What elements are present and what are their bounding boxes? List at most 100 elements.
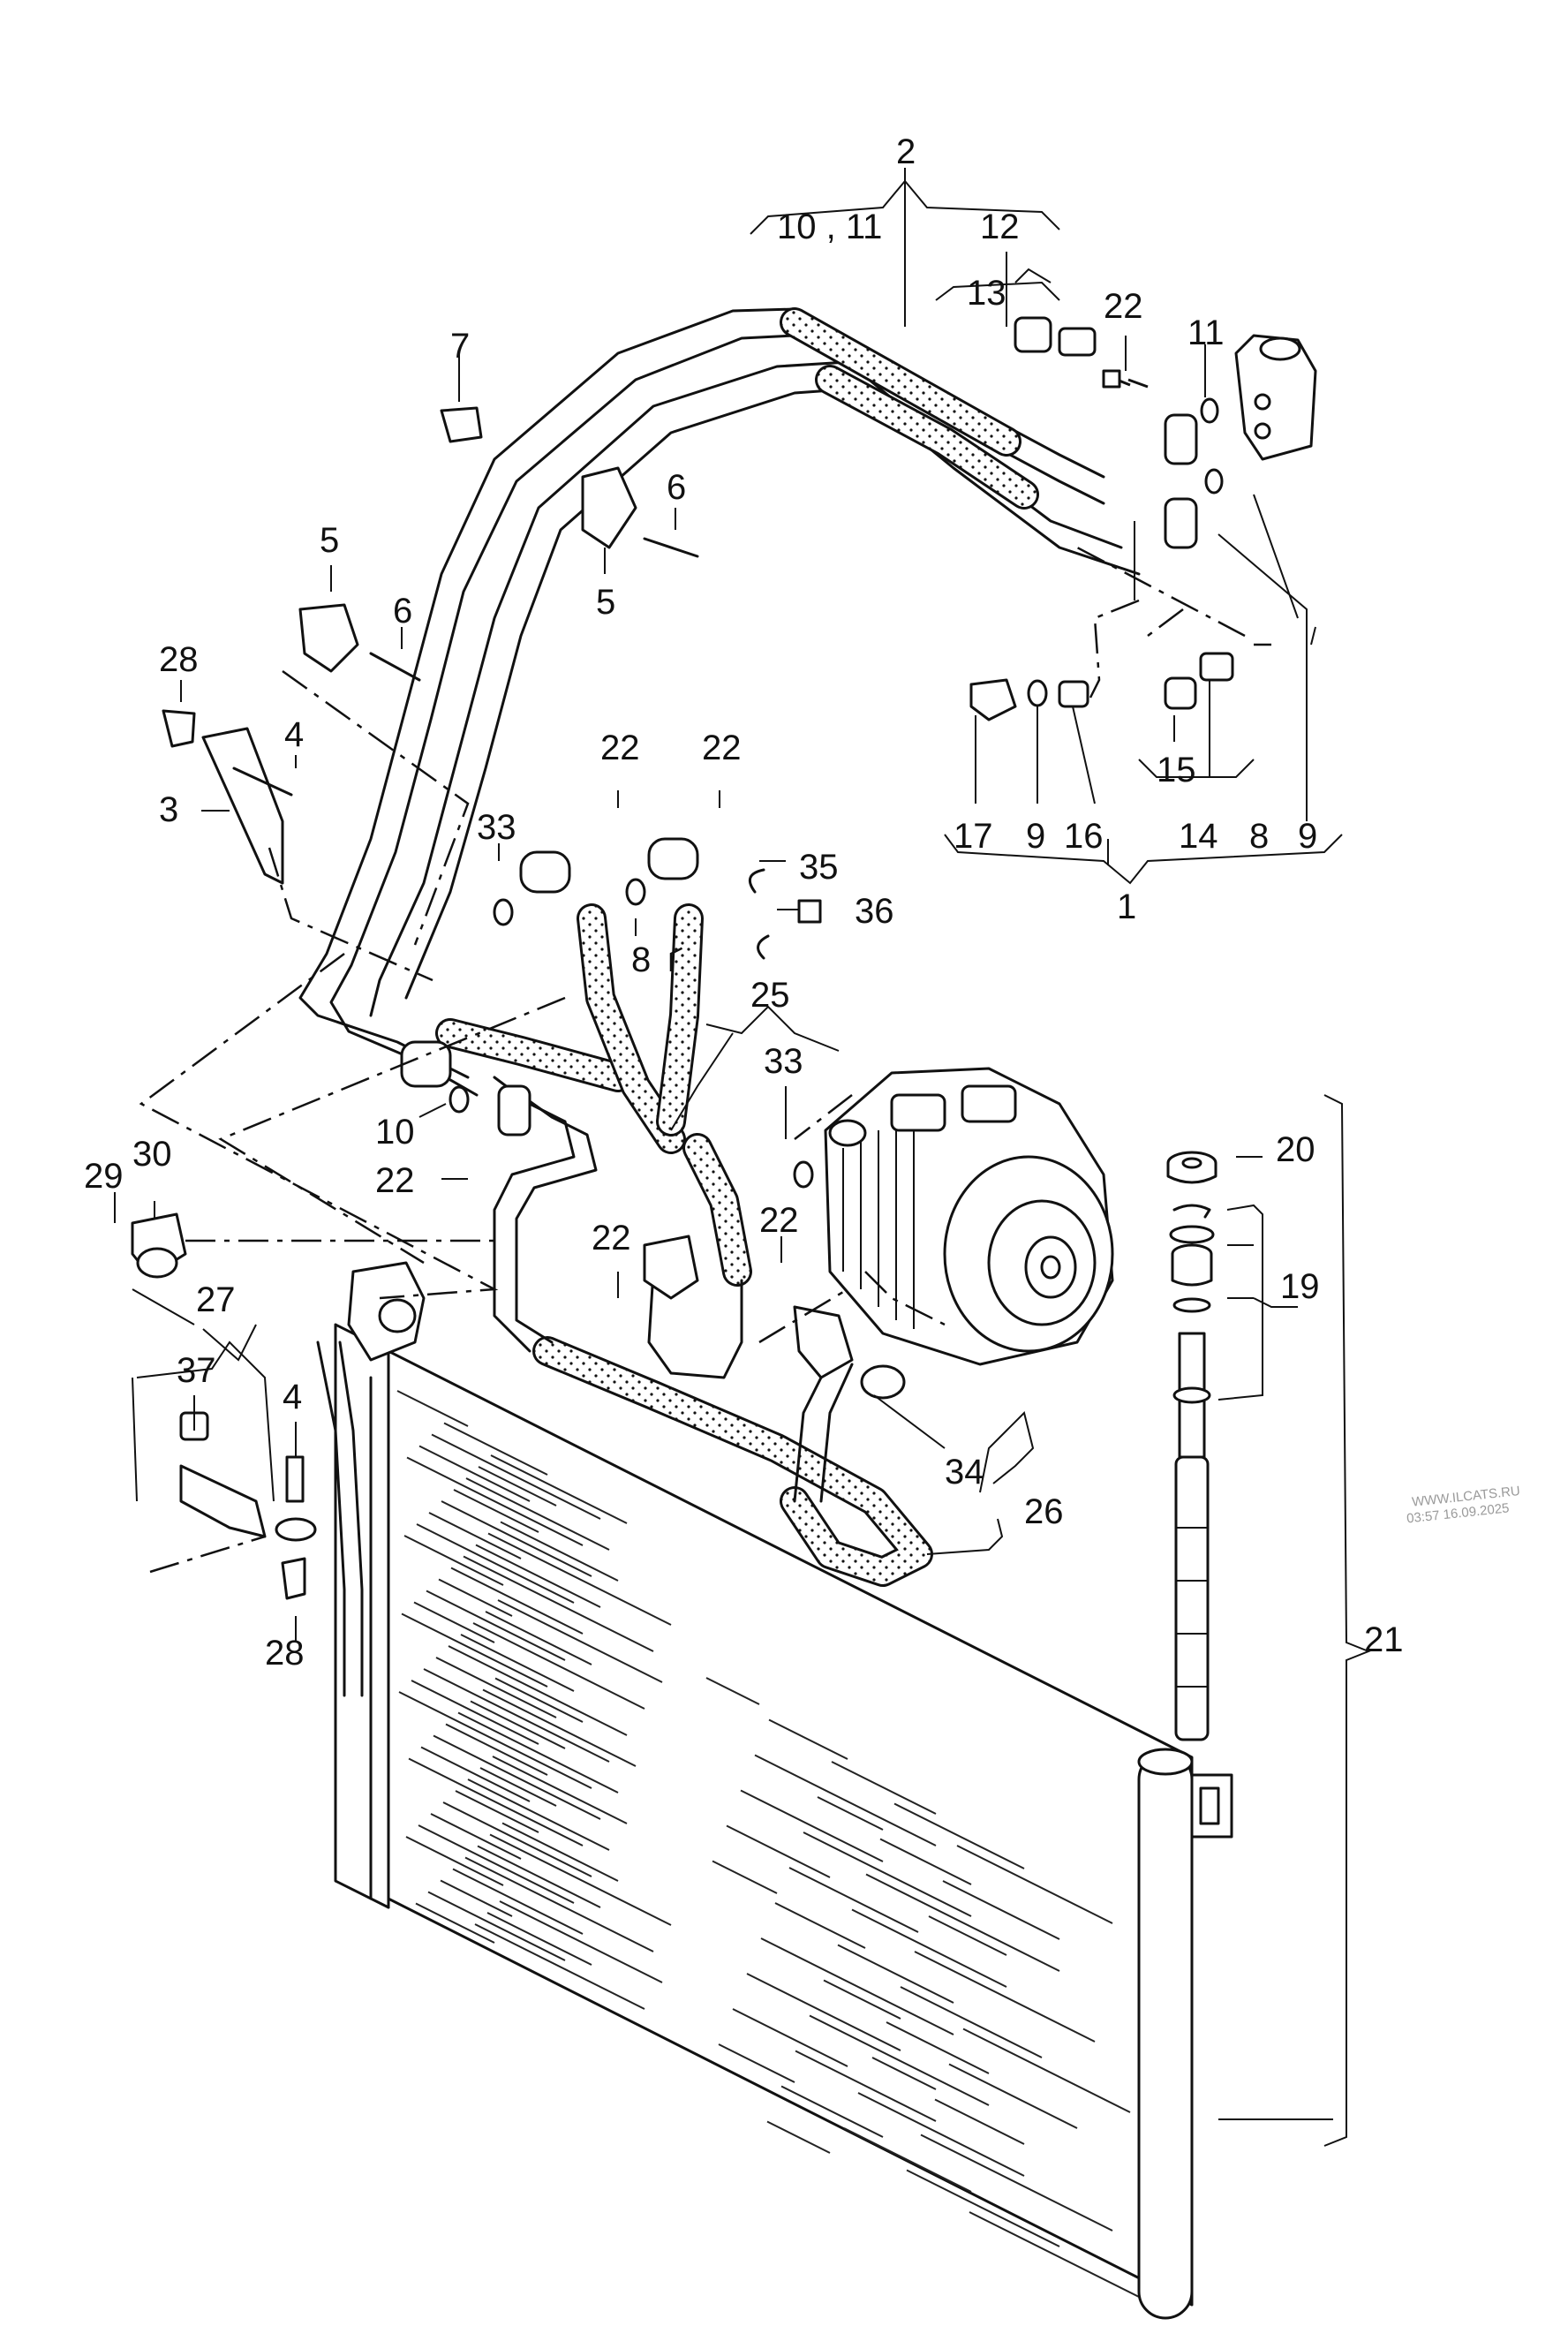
condenser-fin-line [914,1951,1096,2043]
compressor [824,1067,1114,1366]
condenser-fin-line [492,1756,628,1824]
condenser-fin-line [467,1778,610,1851]
condenser-fin-line [746,1973,901,2051]
condenser-fin-line [455,1790,539,1833]
callout-7: 7 [450,327,470,366]
condenser-fin-line [893,1802,1025,1869]
condenser-fin-line [766,2120,831,2154]
condenser-fin-line [428,1512,522,1559]
condenser-fin-line [705,1677,760,1705]
condenser-fin-line [817,1796,884,1831]
condenser-fin-line [472,1622,645,1710]
condenser-fin-line [886,2021,990,2074]
condenser-fin-line [809,2014,990,2106]
condenser-fin-line [415,1902,495,1944]
condenser-fin-line [760,1937,954,2035]
callout-22: 22 [759,1201,799,1240]
condenser-fin-line [851,1908,1007,1988]
callout-labels: 2 10 , 11 12 13 22 11 7 6 5 5 6 28 4 3 2… [84,132,1404,1673]
callout-28: 28 [265,1634,305,1673]
condenser-fin-line [418,1445,531,1502]
condenser-fin-line [871,2057,937,2090]
callout-27: 27 [196,1280,236,1319]
condenser-fin-line [900,1986,1043,2058]
condenser-fin-line [906,2169,1060,2247]
callout-10: 10 [375,1113,415,1152]
condenser-fin-line [445,1723,548,1776]
condenser-fin-line [430,1813,522,1860]
condenser-fin-line [485,1611,592,1665]
condenser-fin-line [774,1902,866,1949]
callout-36: 36 [855,892,894,931]
callout-4: 4 [283,1378,302,1416]
condenser-fin-line [795,2050,937,2122]
condenser-fins [396,1390,1149,2302]
condenser-fin-line [499,1900,663,1983]
hose-segments [435,307,1039,1587]
condenser-fin-line [754,1754,937,1846]
condenser-fin-line [477,1845,601,1908]
condenser-fin-line [438,1578,513,1617]
condenser-fin-line [441,1500,592,1577]
condenser-fin-line [413,1601,495,1643]
condenser-fin-line [423,1668,610,1763]
callout-6: 6 [667,468,686,507]
condenser-fin-line [433,1734,601,1820]
condenser-fin-line [740,1789,884,1862]
condenser-fin-line [453,1489,539,1533]
leader-lines [114,168,1371,2147]
condenser-fin-line [426,1590,566,1661]
condenser-fin-line [928,1915,1007,1956]
callout-14: 14 [1179,817,1218,856]
receiver-drier [1166,1151,1217,1741]
callout-17: 17 [954,817,993,856]
condenser-fin-line [962,2028,1131,2113]
condenser-fin-line [460,1634,575,1692]
condenser-fin-line [406,1456,584,1546]
condenser-fin-line [443,1422,548,1476]
condenser-fin-line [431,1433,601,1520]
condenser-fin-line [457,1711,619,1794]
condenser-fin-line [497,1599,663,1683]
condenser-fin-line [494,1677,584,1723]
condenser-fin-line [768,1718,848,1760]
condenser-fin-line [501,1822,619,1882]
condenser-fin-line [482,1688,637,1767]
condenser-fin-line [843,2127,972,2193]
condenser-fin-line [487,1532,672,1626]
callout-8: 8 [1249,817,1269,856]
condenser-fin-line [475,1544,601,1608]
condenser-fin-line [780,2085,884,2138]
condenser-fin-line [969,2211,1149,2302]
callout-33: 33 [477,808,516,847]
callout-35: 35 [799,848,839,887]
condenser-fin-line [489,1833,672,1926]
callout-8: 8 [631,940,651,979]
callout-10-11: 10 , 11 [777,208,882,246]
condenser-fin-line [732,2008,848,2067]
condenser-fin-line [920,2133,1113,2232]
callout-13: 13 [967,274,1006,313]
condenser-fin-line [440,1879,513,1917]
condenser-fin-line [478,1466,557,1507]
watermark: WWW.ILCATS.RU 03:57 16.09.2025 [1406,1484,1520,1527]
callout-33: 33 [764,1042,803,1081]
callout-9: 9 [1026,817,1045,856]
condenser-fin-line [948,2063,1078,2129]
condenser-fin-line [452,1868,584,1935]
callout-25: 25 [750,976,790,1015]
callout-29: 29 [84,1157,124,1196]
condenser-fin-line [465,1477,610,1551]
condenser-fin-line [831,1761,937,1815]
condenser-fin-line [788,1867,919,1933]
callout-9: 9 [1298,817,1317,856]
callout-16: 16 [1064,817,1104,856]
callout-6: 6 [393,592,412,631]
condenser-fin-line [408,1757,584,1846]
condenser-fin-line [420,1746,531,1802]
callout-19: 19 [1280,1267,1320,1306]
callout-5: 5 [596,583,615,622]
condenser-fin-line [479,1767,557,1807]
callout-28: 28 [159,640,199,679]
callout-30: 30 [132,1135,172,1174]
